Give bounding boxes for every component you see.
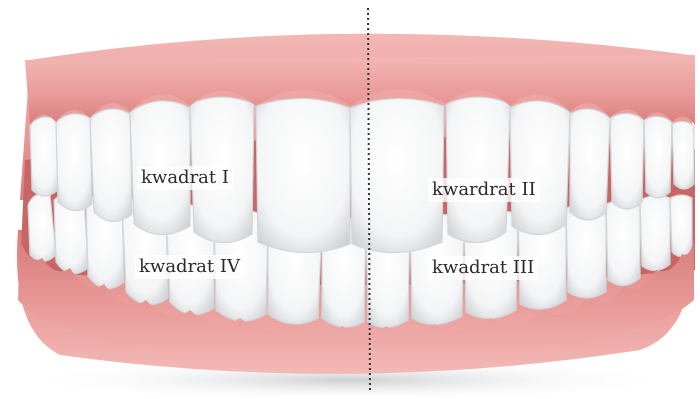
quadrant-2-label: kwardrat II [428, 178, 540, 202]
quadrant-4-label: kwadrat IV [135, 255, 244, 279]
quadrant-1-label: kwadrat I [137, 166, 233, 190]
quadrant-3-label: kwadrat III [428, 256, 538, 280]
